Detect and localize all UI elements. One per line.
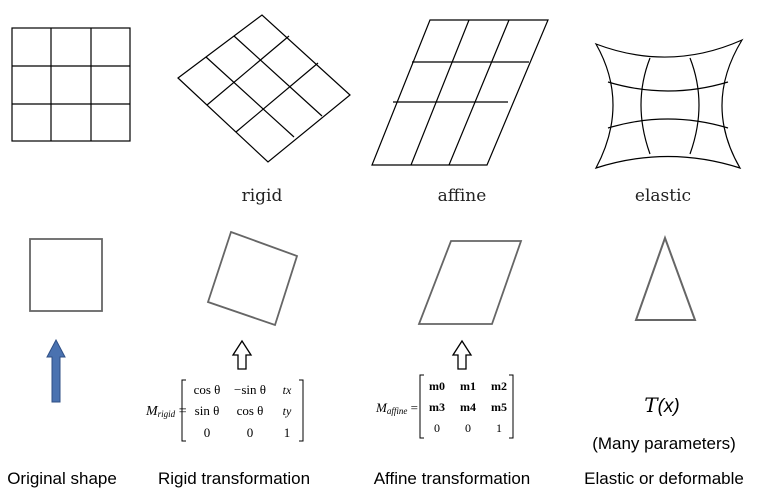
caption-rigid: Rigid transformation <box>158 469 310 488</box>
affine-m-r0c0: m0 <box>429 379 445 393</box>
affine-m-r1c0: m3 <box>429 400 445 414</box>
rigid-m-r1c2: ty <box>283 404 292 418</box>
affine-m-r1c1: m4 <box>460 400 476 414</box>
affine-matrix: Maffine = m0 m1 m2 m3 m4 m5 0 0 1 <box>375 374 514 439</box>
elastic-grid <box>594 38 744 170</box>
caption-elastic: Elastic or deformable <box>584 469 744 488</box>
label-rigid: rigid <box>242 186 283 206</box>
up-arrow-solid-icon <box>46 338 66 403</box>
affine-m-r0c2: m2 <box>491 379 507 393</box>
rigid-m-r2c2: 1 <box>284 425 291 440</box>
rigid-grid <box>177 14 351 163</box>
rigid-square <box>206 230 299 327</box>
affine-parallelogram <box>417 240 523 325</box>
elastic-params-note: (Many parameters) <box>592 434 736 453</box>
rigid-matrix: Mrigid = cos θ −sin θ tx sin θ cos θ ty … <box>145 379 304 442</box>
rigid-m-r0c2: tx <box>283 383 292 397</box>
rigid-m-r2c0: 0 <box>204 425 211 440</box>
affine-m-r1c2: m5 <box>491 400 507 414</box>
label-affine: affine <box>438 186 487 206</box>
up-arrow-hollow-rigid-icon <box>231 339 253 370</box>
rigid-m-r1c0: sin θ <box>195 403 220 418</box>
rigid-m-r2c1: 0 <box>247 425 254 440</box>
caption-affine: Affine transformation <box>374 469 531 488</box>
rigid-matrix-lhs: Mrigid = <box>145 404 187 419</box>
affine-m-r2c0: 0 <box>434 421 440 435</box>
affine-m-r2c1: 0 <box>465 421 471 435</box>
affine-grid <box>371 19 549 166</box>
up-arrow-hollow-affine-icon <box>451 339 473 370</box>
affine-matrix-lhs: Maffine = <box>375 400 418 416</box>
rigid-m-r0c1: −sin θ <box>234 382 266 397</box>
rigid-m-r1c1: cos θ <box>237 403 264 418</box>
rigid-m-r0c0: cos θ <box>194 382 221 397</box>
affine-m-r2c2: 1 <box>496 421 502 435</box>
original-square <box>29 238 103 312</box>
elastic-triangle <box>634 235 697 321</box>
original-grid <box>11 27 131 142</box>
elastic-function: T(x) <box>644 393 680 417</box>
affine-m-r0c1: m1 <box>460 379 476 393</box>
caption-original: Original shape <box>7 469 117 488</box>
label-elastic: elastic <box>635 186 691 206</box>
